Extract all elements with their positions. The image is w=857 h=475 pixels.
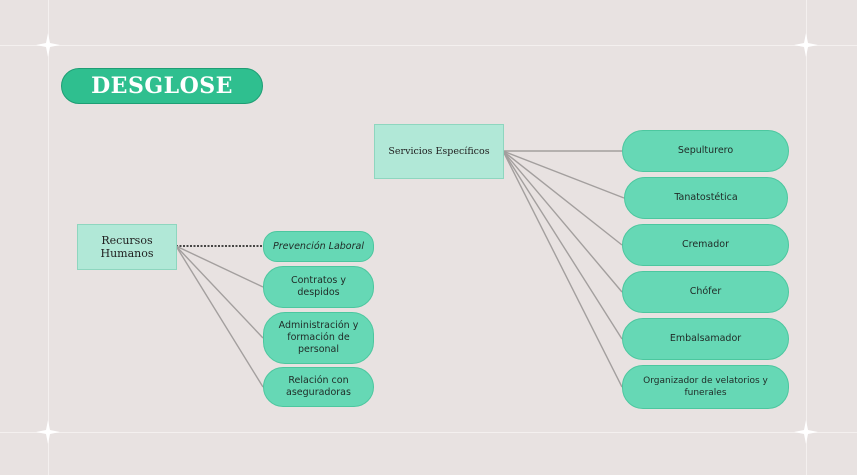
node-embalsamador: Embalsamador	[622, 318, 789, 360]
sparkle-icon	[36, 420, 60, 444]
connector-chofer	[502, 150, 623, 293]
node-administracion-formacion: Administración y formación de personal	[263, 312, 374, 364]
connector-cremador	[502, 150, 623, 246]
sparkle-icon	[794, 420, 818, 444]
sparkle-icon	[36, 33, 60, 57]
node-cremador: Cremador	[622, 224, 789, 266]
node-recursos-humanos: Recursos Humanos	[77, 224, 177, 270]
connector-tanatostetica	[502, 150, 625, 199]
node-contratos-despidos: Contratos y despidos	[263, 266, 374, 308]
node-organizador: Organizador de velatorios y funerales	[622, 365, 789, 409]
connector-administracion	[175, 245, 264, 339]
frame-line-top	[0, 45, 857, 46]
node-chofer: Chófer	[622, 271, 789, 313]
frame-line-right	[806, 0, 807, 475]
connector-embalsamador	[502, 150, 623, 340]
node-sepulturero: Sepulturero	[622, 130, 789, 172]
frame-line-left	[48, 0, 49, 475]
connector-organizador	[502, 150, 623, 388]
connector-relacion	[175, 245, 264, 388]
node-prevencion-laboral: Prevención Laboral	[263, 231, 374, 262]
connector-contratos	[175, 245, 264, 288]
node-servicios-especificos: Servicios Específicos	[374, 124, 504, 179]
frame-line-bottom	[0, 432, 857, 433]
node-tanatostetica: Tanatostética	[624, 177, 788, 219]
node-relacion-aseguradoras: Relación con aseguradoras	[263, 367, 374, 407]
page-title: DESGLOSE	[61, 68, 263, 104]
sparkle-icon	[794, 33, 818, 57]
